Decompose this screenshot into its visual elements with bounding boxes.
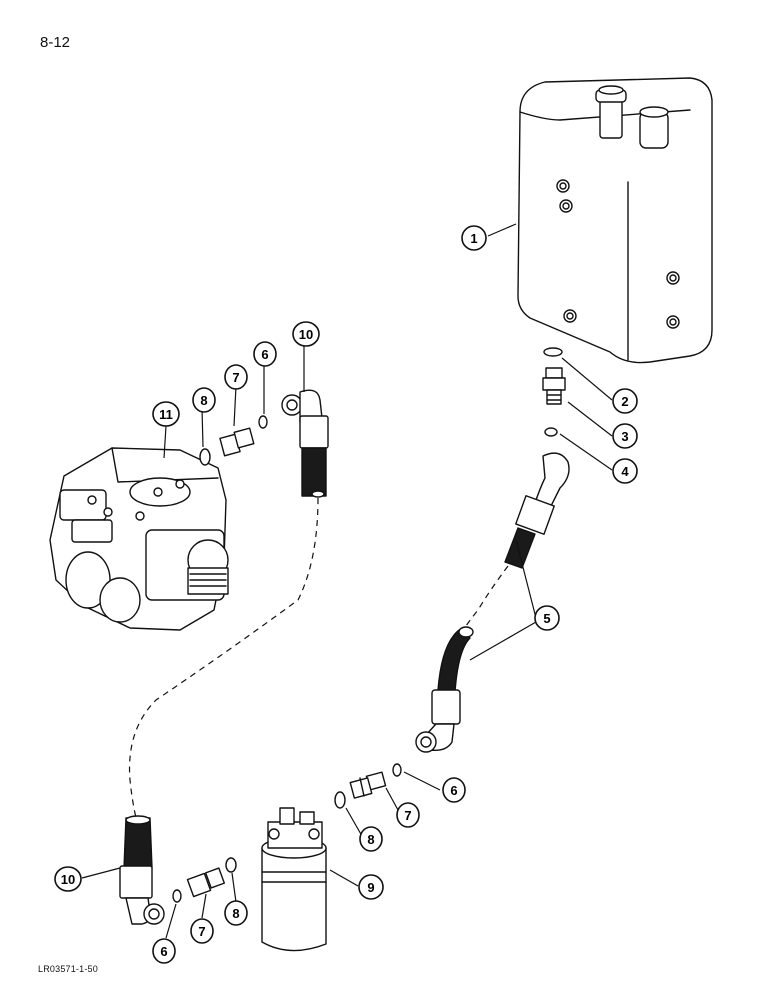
callout-6-top: 6 <box>253 341 277 367</box>
reservoir-tank <box>517 77 713 364</box>
o-ring-6-bottom <box>172 889 182 903</box>
callout-8-top: 8 <box>192 387 216 413</box>
hose-5-lower <box>415 626 474 753</box>
filter-9 <box>261 807 327 952</box>
callout-5: 5 <box>534 605 560 631</box>
o-ring-2 <box>543 347 563 357</box>
leader-lines <box>81 223 613 939</box>
svg-text:2: 2 <box>621 394 628 409</box>
svg-text:6: 6 <box>261 347 268 362</box>
fitting-7-bottom <box>186 867 226 898</box>
svg-text:5: 5 <box>543 611 550 626</box>
svg-text:7: 7 <box>404 808 411 823</box>
hose-10-upper <box>281 389 329 498</box>
callout-2: 2 <box>612 388 638 414</box>
fitting-3 <box>542 367 566 405</box>
svg-text:10: 10 <box>61 872 75 887</box>
o-ring-8-bottom <box>225 857 237 873</box>
o-ring-8-right <box>334 791 346 809</box>
callout-10-bottom: 10 <box>54 866 82 892</box>
o-ring-8-top <box>199 448 211 466</box>
callouts: 1 2 3 4 5 6 6 6 7 7 7 8 8 8 9 10 10 11 <box>54 225 638 964</box>
figure-code: LR03571-1-50 <box>38 964 98 974</box>
page-number: 8-12 <box>40 34 71 51</box>
svg-text:10: 10 <box>299 327 313 342</box>
callout-8-right: 8 <box>359 826 383 852</box>
svg-text:8: 8 <box>232 906 239 921</box>
callout-7-right: 7 <box>396 802 420 828</box>
callout-6-right: 6 <box>442 777 466 803</box>
o-ring-4 <box>544 427 558 437</box>
callout-9: 9 <box>358 874 384 900</box>
o-ring-6-right <box>392 763 402 777</box>
svg-text:7: 7 <box>198 924 205 939</box>
callout-1: 1 <box>461 225 487 251</box>
callout-10-top: 10 <box>292 321 320 347</box>
fitting-7-right <box>349 771 387 799</box>
callout-6-bottom: 6 <box>152 938 176 964</box>
o-ring-6-top <box>258 415 268 429</box>
callout-7-top: 7 <box>224 364 248 390</box>
svg-text:1: 1 <box>470 231 477 246</box>
callout-4: 4 <box>612 458 638 484</box>
callout-8-bottom: 8 <box>224 900 248 926</box>
callout-7-bottom: 7 <box>190 918 214 944</box>
hose-5-upper <box>504 452 570 569</box>
fitting-7-top <box>219 427 255 457</box>
svg-text:11: 11 <box>159 407 173 422</box>
svg-text:9: 9 <box>367 880 374 895</box>
svg-text:3: 3 <box>621 429 628 444</box>
svg-text:8: 8 <box>367 832 374 847</box>
callout-3: 3 <box>612 423 638 449</box>
svg-text:6: 6 <box>450 783 457 798</box>
svg-text:8: 8 <box>200 393 207 408</box>
hose-10-lower <box>119 815 165 925</box>
svg-text:7: 7 <box>232 370 239 385</box>
pump-11 <box>49 447 229 631</box>
callout-11: 11 <box>152 401 180 427</box>
svg-text:6: 6 <box>160 944 167 959</box>
routing-lines <box>128 497 509 819</box>
svg-text:4: 4 <box>621 464 629 479</box>
